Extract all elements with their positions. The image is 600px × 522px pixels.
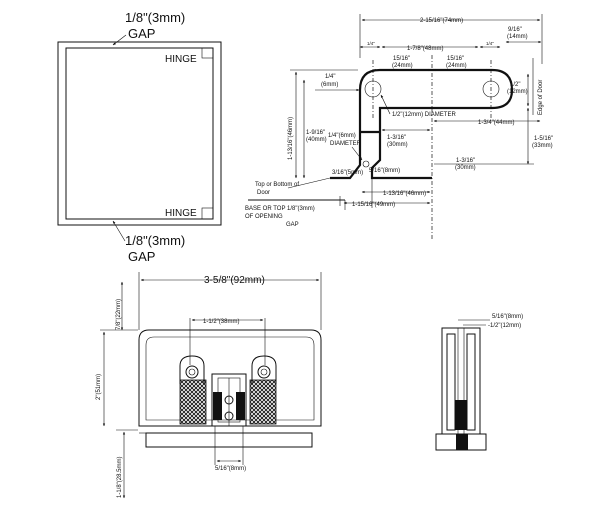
hinge-plate-outer [138,329,322,427]
gap-top-word: GAP [128,26,155,41]
dim-1-1-8-label: 1-1/8"(28.5mm) [117,457,123,498]
gap-word-label: GAP [286,222,299,228]
spring-shadow-left [213,392,222,420]
lower-profile-right [370,132,432,180]
gap-bottom-word: GAP [128,249,155,264]
dim-1-7-8-label: 1-7/8"(48mm) [407,46,443,52]
dim-15-16-b-mm-label: (24mm) [446,63,467,69]
diameter-half-label: 1/2"(12mm) DIAMETER [392,112,456,118]
spring-shadow-right [236,392,245,420]
dim-1-2-mm-label: (12mm) [507,89,528,95]
dim-9-16-mm-label: (14mm) [507,34,528,40]
dim-1-9-16-label: 1-9/16" [306,130,325,136]
dim-overall-label: 2-15/16"(74mm) [420,18,463,24]
hinge-profile [358,68,514,132]
base-opening-line2: OF OPENING [245,214,283,220]
lower-profile-left [330,132,362,180]
top-bottom-door-line2: Door [257,190,270,196]
dim-1-1-2-label: 1-1/2"(38mm) [203,319,239,325]
base-opening-line1: BASE OR TOP [245,206,285,212]
door-panel [65,47,214,220]
dim-1-4-label: 1/4" [325,74,335,80]
dim-1-3-4-label: 1-3/4"(44mm) [478,120,514,126]
screw-right [257,365,271,379]
diameter-word-label: DIAMETER [330,141,362,147]
top-bottom-door-line1: Top or Bottom of [255,182,299,188]
dim-15-16-a-label: 15/16" [393,56,410,62]
dim-5-16-front-label: 5/16"(8mm) [215,466,246,472]
side-spring-shadow [455,400,467,430]
dim-3-16-label: 3/16"(5mm) [332,170,363,176]
dim-1-15-16-label: 1-15/16"(49mm) [352,202,395,208]
dim-1-3-16-a-mm-label: (30mm) [387,142,408,148]
dim-1-3-16-b-mm-label: (30mm) [455,165,476,171]
hinge-bottom-marker [201,207,214,220]
knurled-pad-left [179,379,207,425]
section-view: 2-15/16"(74mm) 9/16" (14mm) 1/4" 1-7/8"(… [245,14,553,240]
dim-1-3-16-b-label: 1-3/16" [456,158,475,164]
screw-left [185,365,199,379]
hinge-plate-inner [145,336,315,421]
dim-2-label: 2"(51mm) [96,374,102,400]
gap-bottom-leader [112,220,126,242]
dim-5-16-label: 5/16"(8mm) [369,168,400,174]
dim-small-left-label: 1/4" [367,41,375,46]
diameter-quarter-label: 1/4"(6mm) [328,133,356,139]
hinge-top-marker [201,47,214,59]
knurled-pad-right [249,379,277,425]
door-diagram: 1/8"(3mm) GAP HINGE HINGE 1/8"(3mm) GAP [57,10,222,264]
gap-1-8-label: 1/8"(3mm) [287,206,315,212]
dim-1-2-label: 1/2" [510,82,520,88]
dim-1-4-mm-label: (6mm) [321,82,338,88]
door-opening-frame [57,41,222,226]
hinge-top-label: HINGE [165,54,197,65]
side-view: 5/16"(8mm) -1/2"(12mm) [435,314,523,451]
boss-right [251,355,277,384]
base-plate [145,432,313,448]
gap-top-leader [112,34,127,46]
hinge-bottom-label: HINGE [165,208,197,219]
gap-top-label: 1/8"(3mm) [125,10,185,25]
dim-small-right-label: 1/4" [486,41,494,46]
dim-7-8-label: 7/8"(22mm) [116,299,122,330]
dim-3-5-8-label: 3-5/8"(92mm) [204,275,265,286]
dim-1-13-16-vert-label: 1-13/16"(46mm) [288,117,294,160]
dim-15-16-b-label: 15/16" [447,56,464,62]
dim-9-16-label: 9/16" [508,27,522,33]
dim-1-5-16-label: 1-5/16" [534,136,553,142]
dim-1-3-16-a-label: 1-3/16" [387,135,406,141]
dim-1-5-16-mm-label: (33mm) [532,143,553,149]
front-view: 3-5/8"(92mm) 7/8"(22mm) 1-1/2"(38mm) 2"(… [96,272,322,499]
dim-1-13-16-horiz-label: 1-13/16"(46mm) [383,191,426,197]
dim-5-16-side-label: 5/16"(8mm) [492,314,523,320]
dim-1-9-16-mm-label: (40mm) [306,137,327,143]
gap-bottom-label: 1/8"(3mm) [125,233,185,248]
edge-of-door-label: Edge of Door [538,80,544,115]
dim-1-2-side-label: -1/2"(12mm) [488,323,521,329]
boss-left [179,355,205,384]
dim-15-16-a-mm-label: (24mm) [392,63,413,69]
